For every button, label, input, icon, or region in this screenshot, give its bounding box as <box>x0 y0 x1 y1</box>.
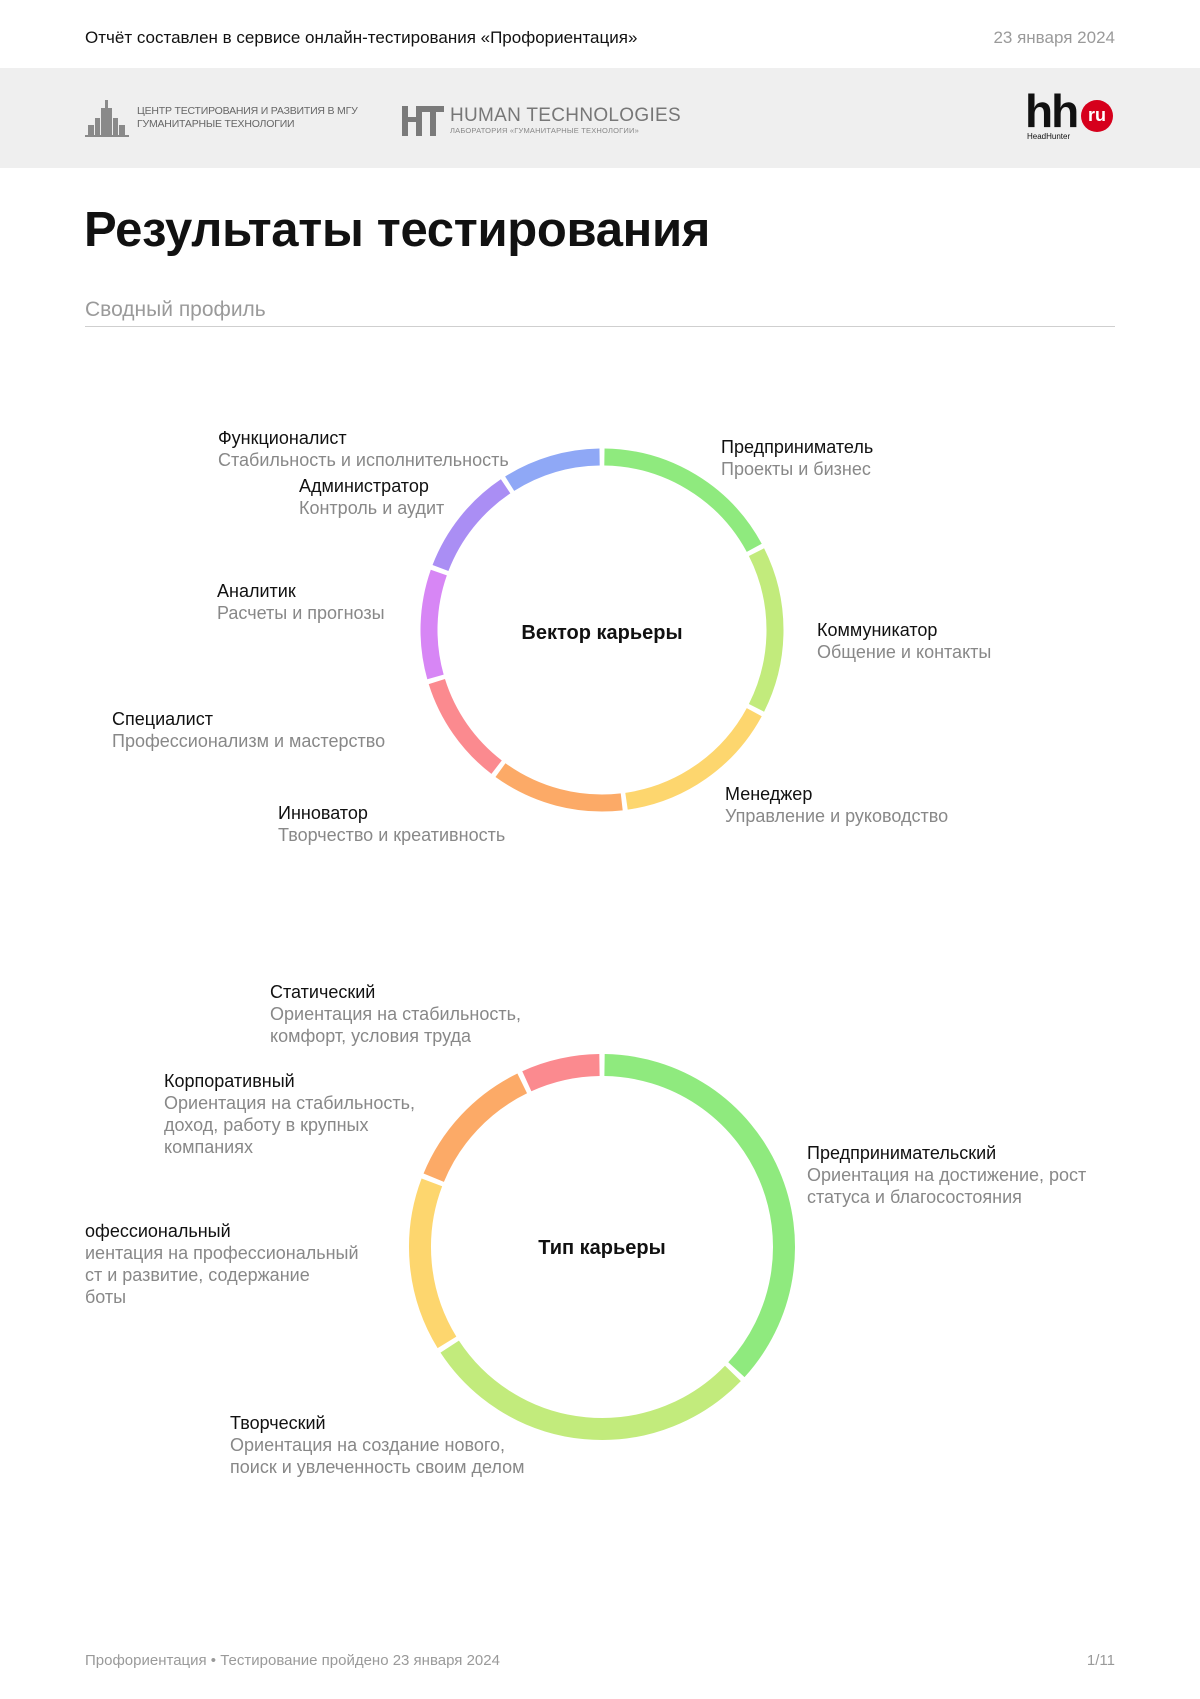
human-technologies-logo: HUMAN TECHNOLOGIES ЛАБОРАТОРИЯ «ГУМАНИТА… <box>402 104 681 136</box>
segment-desc-line: доход, работу в крупных <box>164 1115 369 1135</box>
ht-mark-icon <box>402 106 444 136</box>
report-date: 23 января 2024 <box>993 28 1115 47</box>
segment-name: Корпоративный <box>164 1071 295 1091</box>
segment-desc: Расчеты и прогнозы <box>217 603 385 623</box>
donut-segment <box>522 1054 600 1092</box>
section-title: Сводный профиль <box>85 298 1115 327</box>
donut-segment <box>428 678 502 774</box>
segment-name: Статический <box>270 982 376 1002</box>
donut-segment <box>748 548 784 712</box>
segment-label: Аналитик Расчеты и прогнозы <box>217 580 385 624</box>
segment-label: Творческий Ориентация на создание нового… <box>230 1412 525 1478</box>
segment-desc-line: статуса и благосостояния <box>807 1187 1022 1207</box>
donut-segment <box>625 708 762 810</box>
donut-segment <box>604 448 762 552</box>
segment-label: Корпоративный Ориентация на стабильность… <box>164 1070 415 1158</box>
donut-segment <box>440 1340 741 1440</box>
donut-segment <box>420 569 447 680</box>
page-footer: Профориентация • Тестирование пройдено 2… <box>85 1652 1115 1669</box>
segment-desc: Стабильность и исполнительность <box>218 450 509 470</box>
segment-label: Менеджер Управление и руководство <box>725 783 948 827</box>
career-type-donut <box>409 1054 795 1440</box>
segment-desc: Творчество и креативность <box>278 825 506 845</box>
segment-label: Инноватор Творчество и креативность <box>278 802 505 846</box>
segment-name: офессиональный <box>85 1221 231 1241</box>
ht-logo-main: HUMAN TECHNOLOGIES <box>450 104 681 126</box>
segment-name: Функционалист <box>218 428 347 448</box>
chart-center-title: Вектор карьеры <box>521 622 683 644</box>
segment-name: Администратор <box>299 476 429 496</box>
segment-desc-line: боты <box>85 1287 127 1307</box>
msu-logo: ЦЕНТР ТЕСТИРОВАНИЯ И РАЗВИТИЯ В МГУ ГУМА… <box>85 98 358 138</box>
msu-logo-line2: ГУМАНИТАРНЫЕ ТЕХНОЛОГИИ <box>137 118 295 130</box>
report-note: Отчёт составлен в сервисе онлайн-тестиро… <box>85 28 638 47</box>
page-title: Результаты тестирования <box>84 203 711 257</box>
donut-segment <box>505 448 600 491</box>
msu-logo-line1: ЦЕНТР ТЕСТИРОВАНИЯ И РАЗВИТИЯ В МГУ <box>137 105 358 117</box>
donut-segment <box>495 763 623 812</box>
segment-label: Предприниматель Проекты и бизнес <box>721 436 873 480</box>
hh-logo-ru: ru <box>1081 100 1113 132</box>
donut-segment <box>409 1178 457 1349</box>
segment-label: Администратор Контроль и аудит <box>299 475 444 519</box>
segment-name: Инноватор <box>278 803 368 823</box>
segment-desc-line: Ориентация на достижение, рост <box>807 1165 1087 1185</box>
headhunter-logo: hh ru HeadHunter <box>1025 85 1115 146</box>
segment-name: Предприниматель <box>721 437 874 457</box>
segment-name: Менеджер <box>725 784 813 804</box>
donut-segment <box>432 479 511 572</box>
logo-band: ЦЕНТР ТЕСТИРОВАНИЯ И РАЗВИТИЯ В МГУ ГУМА… <box>0 68 1200 168</box>
segment-desc-line: Ориентация на стабильность, <box>270 1004 522 1024</box>
segment-name: Аналитик <box>217 581 296 601</box>
segment-name: Специалист <box>112 709 213 729</box>
segment-label: Специалист Профессионализм и мастерство <box>112 708 385 752</box>
hh-logo-sub: HeadHunter <box>1027 132 1071 141</box>
segment-label: Функционалист Стабильность и исполнитель… <box>218 427 509 471</box>
segment-desc-line: Ориентация на стабильность, <box>164 1093 416 1113</box>
donut-segment <box>423 1073 528 1183</box>
report-header: Отчёт составлен в сервисе онлайн-тестиро… <box>85 26 1115 50</box>
segment-desc: Общение и контакты <box>817 642 992 662</box>
segment-desc: Проекты и бизнес <box>721 459 871 479</box>
segment-label: Статический Ориентация на стабильность, … <box>270 981 521 1047</box>
segment-desc-line: поиск и увлеченность своим делом <box>230 1457 525 1477</box>
segment-name: Коммуникатор <box>817 620 938 640</box>
segment-desc: Профессионализм и мастерство <box>112 731 386 751</box>
career-type-chart: Тип карьеры Предпринимательский Ориентац… <box>0 975 1200 1495</box>
career-vector-donut <box>420 448 784 812</box>
segment-desc: Контроль и аудит <box>299 498 445 518</box>
segment-desc: Управление и руководство <box>725 806 949 826</box>
segment-desc-line: комфорт, условия труда <box>270 1026 471 1046</box>
segment-desc-line: иентация на профессиональный <box>85 1243 359 1263</box>
chart-center-title: Тип карьеры <box>538 1237 666 1259</box>
hh-logo-text: hh <box>1025 85 1079 137</box>
segment-label: Коммуникатор Общение и контакты <box>817 619 991 663</box>
segment-name: Творческий <box>230 1413 326 1433</box>
segment-desc-line: Ориентация на создание нового, <box>230 1435 506 1455</box>
footer-note: Профориентация • Тестирование пройдено 2… <box>85 1652 500 1669</box>
segment-desc-line: компаниях <box>164 1137 253 1157</box>
segment-desc-line: ст и развитие, содержание <box>85 1265 310 1285</box>
career-vector-chart: Вектор карьеры Предприниматель Проекты и… <box>0 400 1200 860</box>
page-number: 1/11 <box>1086 1652 1115 1669</box>
ht-logo-sub: ЛАБОРАТОРИЯ «ГУМАНИТАРНЫЕ ТЕХНОЛОГИИ» <box>450 125 639 135</box>
segment-label: Предпринимательский Ориентация на достиж… <box>807 1142 1086 1208</box>
donut-segment <box>604 1054 795 1378</box>
segment-label: офессиональный иентация на профессиональ… <box>85 1220 359 1308</box>
segment-name: Предпринимательский <box>807 1143 997 1163</box>
msu-building-icon <box>85 100 129 137</box>
